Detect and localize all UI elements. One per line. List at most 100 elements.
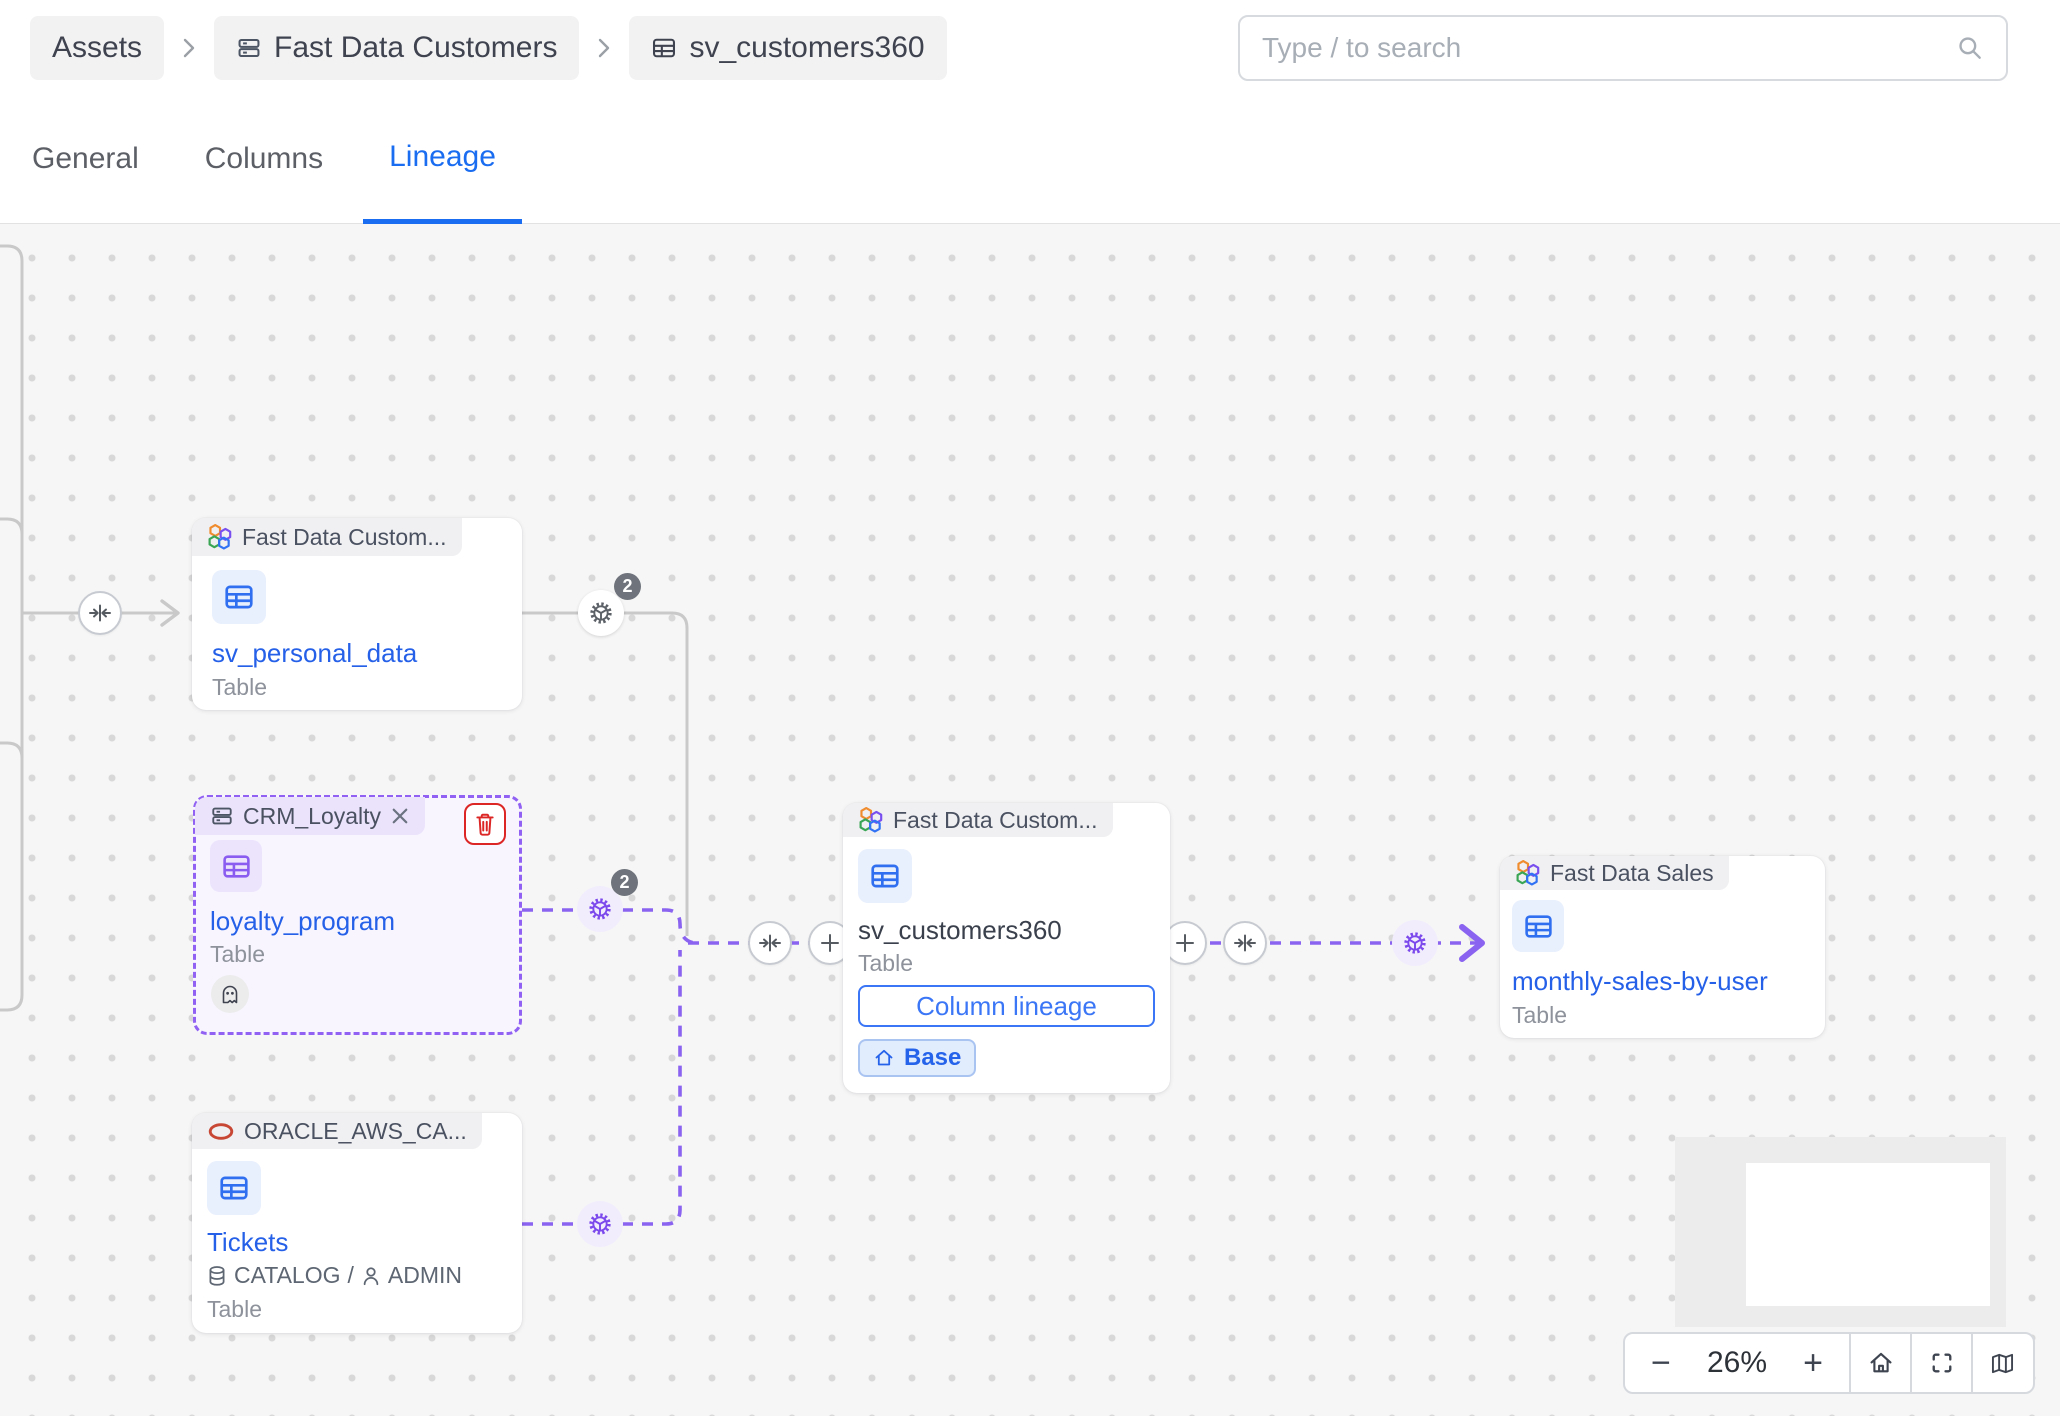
node-type-label: Table <box>210 941 265 967</box>
process-count-badge[interactable]: 2 <box>614 573 641 600</box>
reset-view-button[interactable] <box>1849 1334 1910 1392</box>
table-icon <box>212 570 266 624</box>
node-title-link[interactable]: loyalty_program <box>210 906 395 936</box>
table-icon <box>210 840 262 892</box>
oracle-icon <box>207 1122 235 1141</box>
search-input[interactable] <box>1262 31 1956 64</box>
gear-icon <box>590 602 612 624</box>
collapse-outputs-button[interactable] <box>1223 921 1267 965</box>
lineage-node-tickets[interactable]: ORACLE_AWS_CA... Tickets CATALOG / <box>192 1113 522 1333</box>
search-box <box>1238 14 2008 81</box>
tab-columns[interactable]: Columns <box>204 142 324 175</box>
path-separator: / <box>347 1262 354 1288</box>
zoom-level: 26% <box>1706 1346 1768 1379</box>
lineage-canvas[interactable]: 2 2 <box>0 224 2060 1416</box>
column-lineage-button[interactable]: Column lineage <box>858 985 1155 1027</box>
fullscreen-icon <box>1932 1353 1951 1373</box>
tab-bar: General Columns Lineage <box>0 95 2060 224</box>
canvas-toolbar: − 26% + <box>1623 1332 2035 1394</box>
node-group-label: ORACLE_AWS_CA... <box>244 1117 467 1144</box>
node-group-chip: ORACLE_AWS_CA... <box>192 1113 482 1149</box>
close-icon[interactable] <box>390 806 410 826</box>
node-group-chip: Fast Data Custom... <box>192 518 462 556</box>
arrows-to-bar-icon <box>89 604 111 622</box>
home-icon <box>873 1047 895 1069</box>
dbt-hexagon-cluster-icon <box>1515 860 1541 886</box>
process-node-loyalty[interactable] <box>577 886 623 932</box>
edge-offscreen-stub <box>0 517 24 535</box>
ghost-icon <box>211 975 249 1013</box>
lineage-node-monthly-sales[interactable]: Fast Data Sales monthly-sales-by-user Ta… <box>1500 856 1825 1038</box>
zoom-out-button[interactable]: − <box>1651 1344 1671 1382</box>
lineage-node-sv-personal-data[interactable]: Fast Data Custom... sv_personal_data Tab… <box>192 518 522 710</box>
table-icon <box>651 35 677 61</box>
lineage-edges <box>0 244 1485 1226</box>
plus-icon <box>821 934 839 952</box>
gear-icon <box>589 1213 611 1235</box>
edge-loyalty-to-junction <box>522 908 695 945</box>
breadcrumb-item-table[interactable]: sv_customers360 <box>629 15 947 80</box>
breadcrumb-label: Assets <box>52 30 143 64</box>
node-type-label: Table <box>212 674 267 700</box>
node-type-label: Table <box>1512 1002 1567 1028</box>
node-title: sv_customers360 <box>858 915 1062 945</box>
breadcrumb-label: Fast Data Customers <box>274 30 558 64</box>
chevron-right-icon <box>182 37 196 59</box>
fit-to-screen-button[interactable] <box>1910 1334 1971 1392</box>
node-title-link[interactable]: monthly-sales-by-user <box>1512 966 1768 996</box>
user-icon <box>361 1265 381 1287</box>
process-node-personal-data[interactable] <box>578 590 624 636</box>
schema-name: ADMIN <box>387 1262 463 1288</box>
arrows-to-bar-icon <box>1234 934 1256 952</box>
tab-lineage[interactable]: Lineage <box>363 95 522 224</box>
plus-icon <box>1176 934 1194 952</box>
node-group-label: Fast Data Sales <box>1550 859 1714 886</box>
node-context-row: CATALOG / ADMIN <box>207 1262 462 1289</box>
node-group-chip: CRM_Loyalty <box>195 797 426 835</box>
breadcrumb: Assets Fast Data Customers <box>30 15 947 80</box>
gear-icon <box>589 898 611 920</box>
table-icon <box>858 849 912 903</box>
edge-tickets-to-junction <box>522 950 682 1226</box>
arrows-to-bar-icon <box>759 934 781 952</box>
edge-offscreen-stub <box>0 741 24 759</box>
chevron-right-icon <box>597 37 611 59</box>
base-badge-label: Base <box>904 1044 962 1071</box>
breadcrumb-item-assets[interactable]: Assets <box>30 15 165 80</box>
search-icon[interactable] <box>1956 34 1984 62</box>
process-count-badge[interactable]: 2 <box>611 869 638 896</box>
zoom-in-button[interactable]: + <box>1803 1344 1823 1382</box>
collapse-inputs-button[interactable] <box>748 921 792 965</box>
node-type-label: Table <box>858 950 913 976</box>
edge-arrowhead <box>160 599 180 627</box>
dbt-hexagon-cluster-icon <box>207 524 233 550</box>
process-node-sales[interactable] <box>1392 920 1438 966</box>
home-icon <box>1869 1352 1892 1373</box>
process-node-tickets[interactable] <box>577 1201 623 1247</box>
breadcrumb-item-schema[interactable]: Fast Data Customers <box>214 15 580 80</box>
collapse-upstream-button[interactable] <box>78 591 122 635</box>
node-group-label: Fast Data Custom... <box>242 523 447 550</box>
breadcrumb-label: sv_customers360 <box>689 30 925 64</box>
table-icon <box>1512 900 1564 952</box>
node-group-label: CRM_Loyalty <box>243 802 382 829</box>
topbar: Assets Fast Data Customers <box>0 0 2060 95</box>
node-title-link[interactable]: Tickets <box>207 1227 289 1257</box>
lineage-node-sv-customers360[interactable]: Fast Data Custom... sv_customers360 Tabl… <box>843 803 1170 1093</box>
node-title-link[interactable]: sv_personal_data <box>212 638 418 668</box>
toggle-minimap-button[interactable] <box>1971 1334 2032 1392</box>
base-badge: Base <box>858 1039 977 1077</box>
zoom-controls: − 26% + <box>1625 1334 1849 1392</box>
minimap-viewport[interactable] <box>1746 1163 1990 1306</box>
node-group-chip: Fast Data Custom... <box>843 803 1113 837</box>
dbt-hexagon-cluster-icon <box>858 807 884 833</box>
database-icon <box>207 1265 227 1287</box>
expand-outputs-button[interactable] <box>1163 921 1207 965</box>
minimap[interactable] <box>1675 1137 2006 1327</box>
edge-offscreen-loop <box>0 244 24 1012</box>
edge-personal-to-junction <box>522 611 689 936</box>
lineage-node-loyalty-program[interactable]: CRM_Loyalty loyalty_program Table <box>193 795 522 1035</box>
remove-node-button[interactable] <box>464 803 506 845</box>
map-icon <box>1991 1353 2014 1373</box>
tab-general[interactable]: General <box>32 142 139 175</box>
